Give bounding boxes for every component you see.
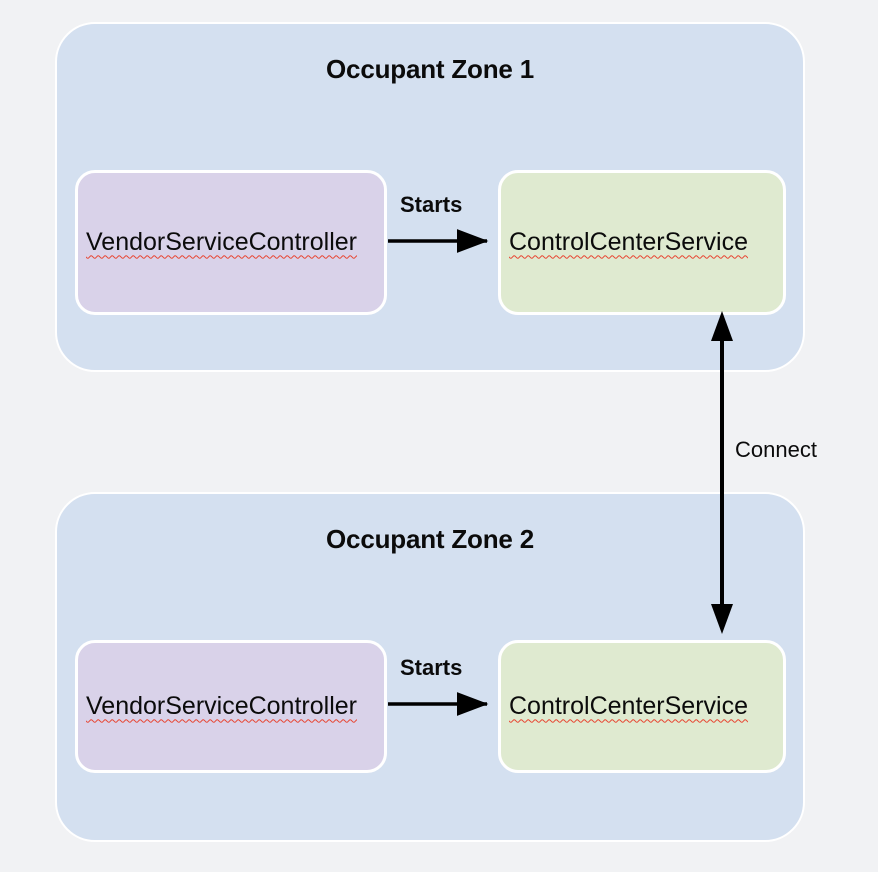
node-control-center-service-zone-1[interactable]: ControlCenterService xyxy=(498,170,786,315)
edge-label-starts-zone-1: Starts xyxy=(400,192,463,217)
node-label-vendor-service-controller-zone-2: VendorServiceController xyxy=(86,692,357,721)
node-label-vendor-service-controller-zone-1: VendorServiceController xyxy=(86,228,357,257)
edge-label-starts-zone-2: Starts xyxy=(400,655,463,680)
occupant-zone-2-title: Occupant Zone 2 xyxy=(326,524,534,554)
edge-label-connect: Connect xyxy=(735,437,817,462)
node-vendor-service-controller-zone-2[interactable]: VendorServiceController xyxy=(75,640,387,773)
occupant-zone-1-title: Occupant Zone 1 xyxy=(326,54,534,84)
node-label-control-center-service-zone-2: ControlCenterService xyxy=(509,692,748,721)
node-label-control-center-service-zone-1: ControlCenterService xyxy=(509,228,748,257)
node-vendor-service-controller-zone-1[interactable]: VendorServiceController xyxy=(75,170,387,315)
node-control-center-service-zone-2[interactable]: ControlCenterService xyxy=(498,640,786,773)
